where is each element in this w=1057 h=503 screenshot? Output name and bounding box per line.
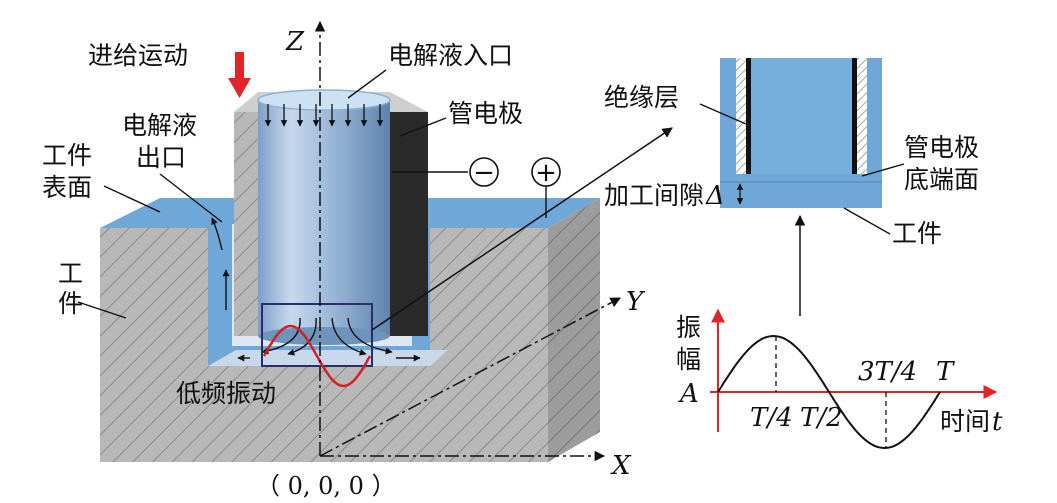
- amplitude-sine-curve: [717, 334, 941, 450]
- tube-electrode-leader: [399, 117, 447, 137]
- tube-bottom-leader: [861, 163, 905, 177]
- workpiece-side-face: [548, 198, 600, 462]
- origin-label: （ 0, 0, 0 ）: [256, 472, 396, 500]
- tube-bottom-label-2: 底端面: [904, 165, 979, 194]
- detail-workpiece-label: 工件: [892, 219, 942, 248]
- y-axis-label: Y: [626, 287, 646, 317]
- electrolyte-inlet-surface: [257, 89, 391, 111]
- time-axis-label: 时间: [940, 407, 990, 436]
- minus-terminal: [469, 157, 499, 187]
- electrode-wall-left: [234, 112, 258, 336]
- workpiece-surface-label-1: 工件: [42, 141, 92, 170]
- electrode-wall-right: [390, 112, 428, 336]
- y-axis: [319, 297, 621, 457]
- gap-detail-view: [720, 58, 882, 208]
- gap-symbol: Δ: [705, 181, 725, 211]
- inlet-flow-arrows: [264, 104, 384, 127]
- amplitude-symbol: A: [678, 379, 699, 409]
- amplitude-label-2: 幅: [676, 345, 701, 374]
- plus-sign: +: [535, 158, 557, 188]
- electrolyte-outlet-label-2: 出口: [136, 143, 186, 172]
- tube-bottom-label-1: 管电极: [904, 133, 979, 162]
- detail-workpiece-leader: [843, 207, 891, 235]
- tick-three-quarter-period: 3T/4: [858, 357, 917, 387]
- detail-inner-channel: [751, 58, 852, 174]
- tick-quarter-period: T/4: [750, 403, 793, 433]
- tube-electrode: [234, 89, 428, 345]
- workpiece-surface-leader: [103, 185, 161, 213]
- electrolyte-column: [258, 100, 390, 336]
- vibration-sine-wave: [262, 324, 372, 388]
- electrolyte-outlet-label-1: 电解液: [122, 111, 197, 140]
- low-frequency-vibration-label: 低频振动: [176, 379, 276, 408]
- z-axis-label: Z: [285, 27, 305, 57]
- zoom-connector-arrow: [371, 127, 673, 331]
- electrolyte-outlet-leader: [159, 173, 223, 223]
- insulation-layer-label: 绝缘层: [604, 83, 679, 112]
- detail-electrode-wall-left: [736, 58, 746, 174]
- workpiece-leader: [77, 301, 127, 319]
- tube-electrode-label: 管电极: [448, 99, 523, 128]
- detail-workpiece: [720, 182, 882, 208]
- electrolyte-inlet-label: 电解液入口: [388, 41, 513, 70]
- minus-sign: −: [473, 158, 495, 188]
- electrolyte-inlet-leader: [347, 69, 387, 99]
- x-axis-label: X: [610, 451, 632, 481]
- coordinate-axes: Z X Y: [285, 20, 646, 481]
- insulation-layer-leader: [699, 103, 747, 125]
- feed-arrow: [228, 52, 251, 98]
- detail-insulation-left: [746, 58, 751, 174]
- time-symbol: t: [992, 407, 1003, 437]
- workpiece-label-1: 工: [58, 259, 83, 288]
- workpiece-surface-label-2: 表面: [42, 173, 92, 202]
- workpiece-label-2: 件: [58, 289, 83, 318]
- feed-motion-label: 进给运动: [88, 41, 188, 70]
- gap-label: 加工间隙: [604, 181, 704, 210]
- vibration-region-box: [261, 303, 373, 367]
- amplitude-time-plot: [710, 308, 998, 450]
- detail-electrode-wall-right: [857, 58, 867, 174]
- detail-insulation-right: [852, 58, 857, 174]
- bottom-flow-lines: [211, 217, 421, 362]
- tick-half-period: T/2: [800, 403, 843, 433]
- amplitude-label-1: 振: [676, 313, 701, 342]
- tick-period: T: [936, 357, 955, 387]
